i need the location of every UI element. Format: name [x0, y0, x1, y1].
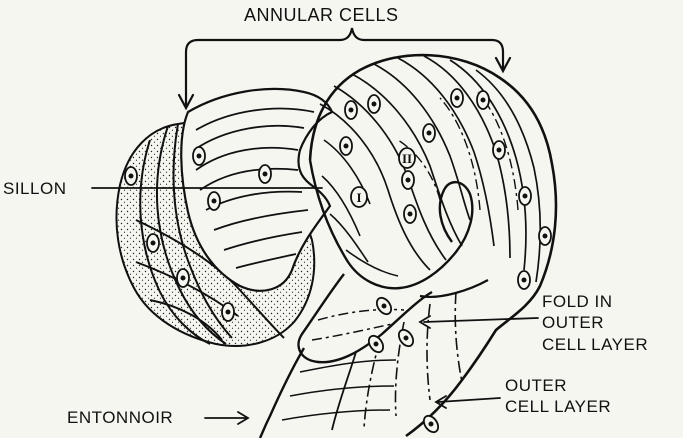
sillon-label: SILLON — [3, 179, 66, 198]
outer-layer-label-line-1: OUTER — [505, 376, 567, 395]
fold-label-line-1: FOLD IN — [542, 292, 613, 311]
fold-label-line-2: OUTER — [542, 313, 604, 332]
annular-cells-label: ANNULAR CELLS — [244, 6, 399, 25]
outer-layer-label-line-2: CELL LAYER — [505, 397, 611, 416]
entonnoir-label: ENTONNOIR — [67, 408, 173, 427]
fold-leader — [424, 318, 538, 322]
nucleus-two-label: II — [402, 151, 412, 166]
fold-label-line-3: CELL LAYER — [542, 335, 648, 354]
nucleus-one-label: I — [356, 190, 361, 205]
